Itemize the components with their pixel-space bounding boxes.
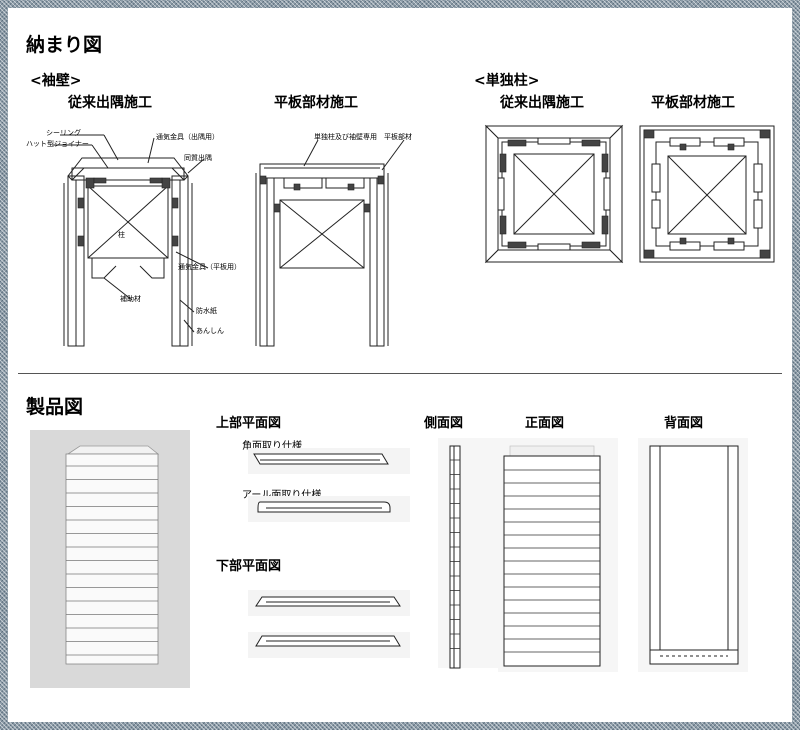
- product-image: [65, 445, 160, 665]
- label-waterproof: 防水紙: [196, 307, 217, 315]
- install-drawings: [52, 124, 775, 347]
- column-conventional-title: 従来出隅施工: [500, 95, 584, 111]
- label-sealing: シーリング: [46, 129, 81, 137]
- column-conventional-drawing: [484, 124, 624, 264]
- bottom-plan-drawing-2: [248, 632, 410, 658]
- top-plan-round-drawing: [248, 496, 410, 522]
- side-view-drawing: [438, 438, 498, 669]
- wall-conventional-drawing: [52, 134, 209, 347]
- bottom-plan-title: 下部平面図: [216, 559, 282, 574]
- label-pillar: 柱: [118, 231, 125, 239]
- label-vent-flat: 通気金具（平板用）: [178, 263, 241, 271]
- section-divider: [18, 373, 782, 374]
- wall-flat-title: 平板部材施工: [274, 95, 358, 111]
- wall-heading: <袖壁>: [30, 73, 82, 89]
- bottom-plan-drawing-1: [248, 590, 410, 616]
- top-plan-title: 上部平面図: [216, 416, 282, 431]
- side-view-title: 側面図: [424, 416, 464, 431]
- install-section-title: 納まり図: [26, 34, 103, 56]
- label-flat-note: 単独柱及び袖壁専用 平板部材: [314, 133, 412, 141]
- diagram-panel: 納まり図 <袖壁> 従来出隅施工 平板部材施工 <単独柱> 従来出隅施工 平板部…: [8, 8, 792, 722]
- round-chamfer-label: アール面取り仕様: [242, 490, 322, 501]
- label-anshin: あんしん: [196, 327, 224, 335]
- front-view-drawing: [498, 438, 618, 672]
- label-corner-piece: 同質出隅: [184, 154, 212, 162]
- product-section-title: 製品図: [26, 396, 84, 418]
- wall-conventional-title: 従来出隅施工: [68, 95, 152, 111]
- product-drawings: [65, 438, 748, 672]
- column-flat-title: 平板部材施工: [651, 95, 735, 111]
- front-view-title: 正面図: [525, 416, 565, 431]
- back-view-title: 背面図: [664, 416, 704, 431]
- column-heading: <単独柱>: [474, 73, 540, 89]
- top-plan-corner-drawing: [248, 448, 410, 474]
- label-hat-joiner: ハット型ジョイナー: [26, 140, 89, 148]
- label-vent-corner: 通気金具（出隅用）: [156, 133, 219, 141]
- column-flat-drawing: [639, 125, 775, 263]
- corner-chamfer-label: 角面取り仕様: [242, 441, 302, 452]
- wall-flat-drawing: [255, 139, 405, 347]
- back-view-drawing: [638, 438, 748, 672]
